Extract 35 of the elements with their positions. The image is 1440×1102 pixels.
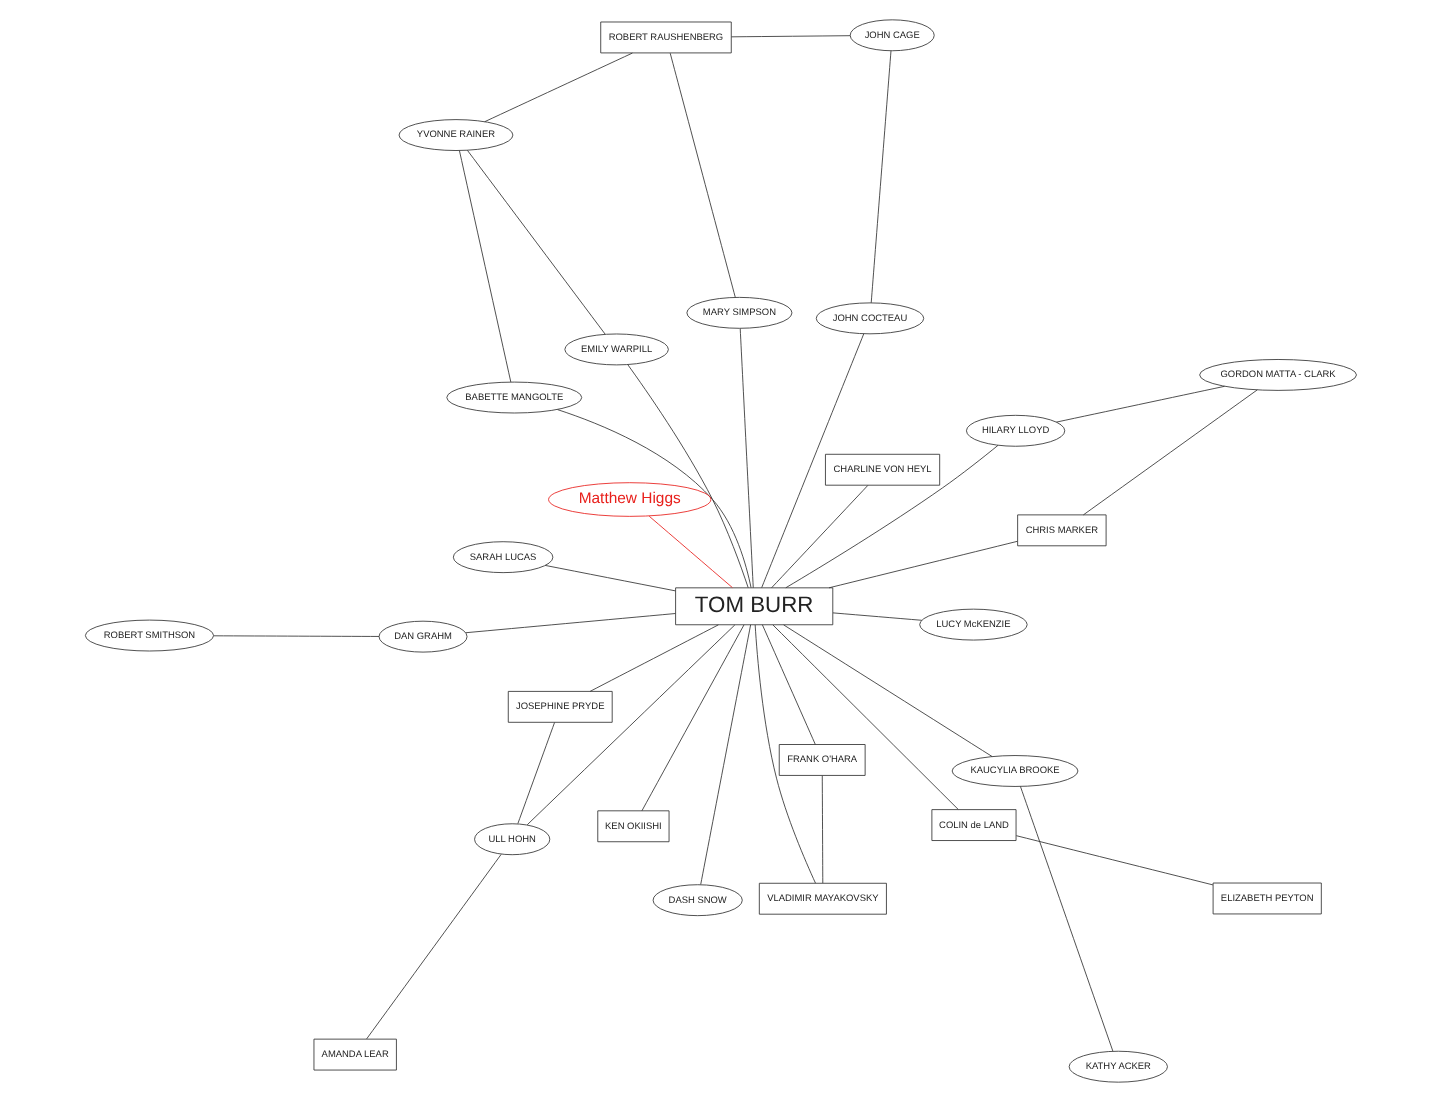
connector xyxy=(466,149,605,335)
connector xyxy=(588,624,718,692)
connector xyxy=(820,775,823,884)
connector xyxy=(556,409,751,588)
connector xyxy=(668,52,735,298)
connector xyxy=(543,564,675,592)
connector xyxy=(760,624,815,745)
connector xyxy=(699,624,751,885)
connector xyxy=(483,52,632,123)
node-box: TOM BURR xyxy=(674,587,833,626)
connector xyxy=(782,624,992,757)
connector xyxy=(738,328,753,589)
connector xyxy=(626,364,748,589)
connector xyxy=(753,624,815,884)
connector xyxy=(827,540,1017,589)
connector xyxy=(1019,786,1113,1052)
connector xyxy=(640,624,744,812)
connector xyxy=(730,35,850,38)
connector xyxy=(464,613,675,634)
connector xyxy=(760,333,864,589)
connector xyxy=(831,612,922,621)
node-ellipse: Matthew Higgs xyxy=(547,482,711,517)
connector xyxy=(458,150,511,383)
connector xyxy=(1014,835,1213,886)
connector xyxy=(212,635,379,637)
connector xyxy=(1054,385,1224,423)
connector xyxy=(647,515,732,588)
connector xyxy=(516,722,554,824)
connector xyxy=(784,444,998,589)
connector xyxy=(770,485,868,589)
connector xyxy=(869,50,891,304)
connector xyxy=(1081,389,1257,516)
connector xyxy=(365,853,501,1040)
connector xyxy=(525,624,735,826)
connector xyxy=(771,624,958,810)
